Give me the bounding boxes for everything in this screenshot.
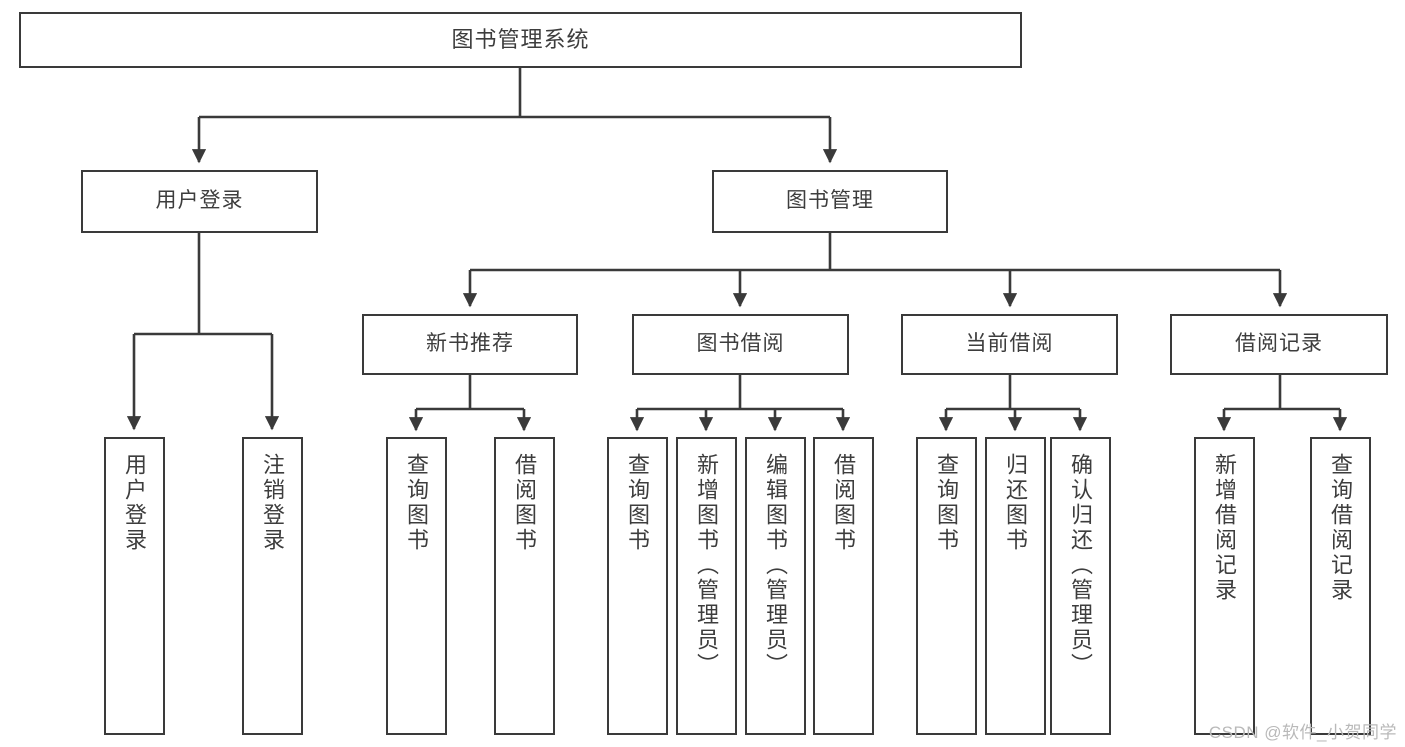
node-leaf-add-record[interactable]: 新增借阅记录 [1194, 437, 1255, 735]
node-user-login[interactable]: 用户登录 [81, 170, 318, 233]
node-leaf-return-book[interactable]: 归还图书 [985, 437, 1046, 735]
node-leaf-confirm-return[interactable]: 确认归还（管理员） [1050, 437, 1111, 735]
node-label: 确认归还（管理员） [1068, 453, 1094, 678]
node-borrow-record[interactable]: 借阅记录 [1170, 314, 1388, 375]
node-label: 用户登录 [122, 453, 148, 553]
node-root-system[interactable]: 图书管理系统 [19, 12, 1022, 68]
node-label: 用户登录 [155, 189, 244, 213]
node-book-borrow[interactable]: 图书借阅 [632, 314, 849, 375]
watermark: CSDN @软件_小贺同学 [1208, 723, 1397, 742]
node-leaf-borrow-book-1[interactable]: 借阅图书 [494, 437, 555, 735]
node-label: 查询图书 [625, 453, 651, 553]
node-label: 借阅记录 [1235, 332, 1323, 356]
node-label: 图书管理系统 [451, 27, 590, 53]
node-label: 注销登录 [260, 453, 286, 553]
node-new-book-recommend[interactable]: 新书推荐 [362, 314, 578, 375]
node-leaf-query-book-2[interactable]: 查询图书 [607, 437, 668, 735]
node-leaf-edit-book[interactable]: 编辑图书（管理员） [745, 437, 806, 735]
node-leaf-query-book-1[interactable]: 查询图书 [386, 437, 447, 735]
node-label: 借阅图书 [512, 453, 538, 553]
node-label: 归还图书 [1003, 453, 1029, 553]
node-label: 图书管理 [786, 189, 874, 213]
node-leaf-add-book[interactable]: 新增图书（管理员） [676, 437, 737, 735]
node-label: 新书推荐 [426, 332, 514, 356]
node-label: 新增图书（管理员） [694, 453, 720, 678]
node-leaf-logout-login[interactable]: 注销登录 [242, 437, 303, 735]
node-book-management[interactable]: 图书管理 [712, 170, 948, 233]
node-current-borrow[interactable]: 当前借阅 [901, 314, 1118, 375]
node-leaf-borrow-book-2[interactable]: 借阅图书 [813, 437, 874, 735]
node-leaf-query-record[interactable]: 查询借阅记录 [1310, 437, 1371, 735]
node-label: 新增借阅记录 [1212, 453, 1238, 603]
node-label: 编辑图书（管理员） [763, 453, 789, 678]
node-label: 查询借阅记录 [1328, 453, 1354, 603]
node-leaf-query-book-3[interactable]: 查询图书 [916, 437, 977, 735]
node-label: 图书借阅 [696, 332, 785, 356]
node-leaf-user-login[interactable]: 用户登录 [104, 437, 165, 735]
node-label: 当前借阅 [965, 332, 1054, 356]
node-label: 查询图书 [934, 453, 960, 553]
node-label: 查询图书 [404, 453, 430, 553]
node-label: 借阅图书 [831, 453, 857, 553]
